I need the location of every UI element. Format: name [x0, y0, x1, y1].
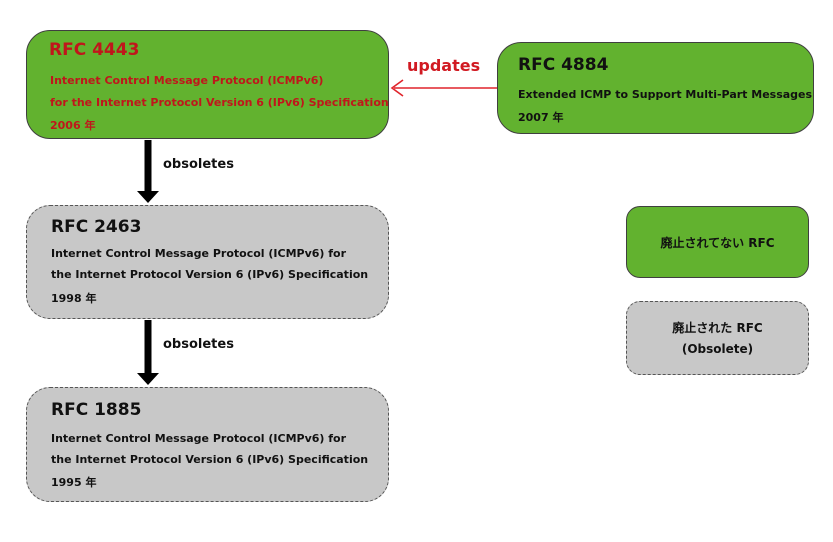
obsoletes-label-2: obsoletes: [163, 337, 234, 352]
node-rfc2463-line2: the Internet Protocol Version 6 (IPv6) S…: [51, 268, 369, 281]
node-rfc2463-year: 1998 年: [51, 292, 97, 305]
legend-obsolete-label-line1: 廃止された RFC: [672, 321, 763, 335]
node-rfc2463-line1: Internet Control Message Protocol (ICMPv…: [51, 247, 347, 260]
legend-active-label: 廃止されてない RFC: [660, 236, 775, 250]
node-rfc4443-year: 2006 年: [50, 119, 96, 132]
node-rfc4884-year: 2007 年: [518, 111, 564, 124]
obsoletes-arrowhead-1: [137, 191, 159, 203]
updates-label: updates: [407, 56, 481, 75]
node-rfc1885-line1: Internet Control Message Protocol (ICMPv…: [51, 432, 347, 445]
node-rfc4443-line1: Internet Control Message Protocol (ICMPv…: [50, 74, 324, 87]
updates-arrowhead: [390, 79, 404, 97]
node-rfc4443-title: RFC 4443: [49, 40, 140, 60]
node-rfc4884: RFC 4884 Extended ICMP to Support Multi-…: [497, 42, 814, 134]
obsoletes-arrowhead-2: [137, 373, 159, 385]
legend-obsolete-label-line2: (Obsolete): [681, 342, 754, 356]
node-rfc1885-year: 1995 年: [51, 476, 97, 489]
legend-obsolete-box: 廃止された RFC (Obsolete): [626, 301, 809, 375]
obsoletes-label-1: obsoletes: [163, 157, 234, 172]
node-rfc4884-line1: Extended ICMP to Support Multi-Part Mess…: [518, 88, 813, 101]
node-rfc1885-title: RFC 1885: [51, 400, 142, 420]
node-rfc4443: RFC 4443 Internet Control Message Protoc…: [26, 30, 389, 139]
node-rfc1885-line2: the Internet Protocol Version 6 (IPv6) S…: [51, 453, 369, 466]
node-rfc2463-title: RFC 2463: [51, 217, 142, 237]
node-rfc4884-title: RFC 4884: [518, 55, 609, 75]
node-rfc4443-line2: for the Internet Protocol Version 6 (IPv…: [50, 96, 389, 109]
node-rfc2463: RFC 2463 Internet Control Message Protoc…: [26, 205, 389, 319]
legend-active-box: 廃止されてない RFC: [626, 206, 809, 278]
node-rfc1885: RFC 1885 Internet Control Message Protoc…: [26, 387, 389, 502]
